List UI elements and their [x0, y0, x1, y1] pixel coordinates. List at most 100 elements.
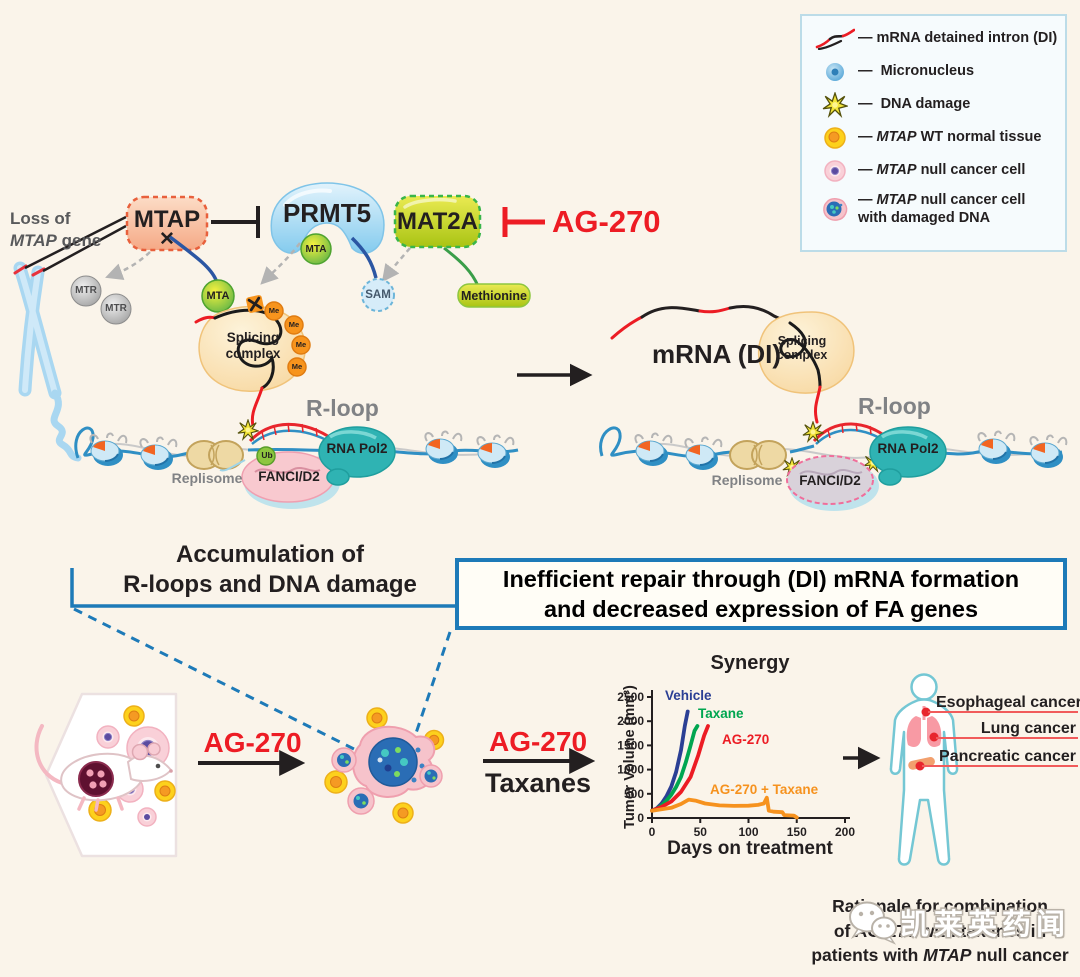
prmt5-to-splicing-arrow: [260, 242, 301, 285]
svg-text:150: 150: [787, 825, 807, 839]
watermark-text: 凯莱英药闻: [900, 909, 1071, 941]
svg-text:100: 100: [738, 825, 758, 839]
legend-item: — MTAP null cancer cell: [812, 154, 1061, 187]
fanci-label-right: FANCI/D2: [799, 473, 861, 488]
mtap-node: [125, 195, 209, 252]
mouse-illustration: [34, 724, 173, 812]
mat2a-label: MAT2A: [397, 208, 478, 235]
svg-text:0: 0: [637, 811, 644, 825]
legend-label: Micronucleus: [880, 63, 975, 80]
ag270-arrow2-label: AG-270: [488, 726, 588, 757]
mtap-label: MTAP: [133, 206, 201, 233]
mrna-di-icon: [812, 28, 858, 50]
rna-pol2-label-right: RNA Pol2: [877, 441, 939, 456]
inefficient-repair-box: Inefficient repair through (DI) mRNA for…: [455, 558, 1067, 630]
sam-ball: [361, 278, 395, 312]
legend-label: DNA damage: [880, 96, 971, 113]
svg-text:1000: 1000: [617, 763, 644, 777]
legend-item: — MTAP null cancer cell with damaged DNA: [812, 187, 1061, 231]
esophageal-cancer-dot: [921, 707, 931, 717]
mrna-di-label: mRNA (DI): [652, 339, 782, 369]
ag270-label-top: AG-270: [552, 204, 661, 239]
replisome-label-right: Replisome: [711, 472, 783, 488]
dna-scene-right: [599, 421, 1068, 511]
dna-scene-left: [74, 419, 519, 509]
ub-ball: [256, 446, 276, 466]
treated-cell-cluster: [324, 707, 445, 824]
fanci-label-left: FANCI/D2: [258, 469, 320, 484]
svg-text:0: 0: [649, 825, 656, 839]
svg-text:AG-270: AG-270: [722, 732, 769, 747]
loss-of-mtap-label: Loss of MTAP gene: [10, 209, 102, 251]
legend-label: null cancer cell with damaged DNA: [858, 191, 1026, 226]
splicing-complex-label-right: Splicing complex: [776, 334, 828, 363]
svg-text:200: 200: [835, 825, 855, 839]
ub-label: Ub: [261, 450, 273, 460]
legend-item: — mRNA detained intron (DI): [812, 22, 1061, 55]
chart-title: Synergy: [710, 652, 790, 674]
legend-label: null cancer cell: [916, 162, 1026, 179]
mtr-ball-1: [70, 275, 102, 307]
sam-label: SAM: [365, 289, 391, 301]
ag270-mat2a-inhibition: [502, 207, 545, 237]
mtap-null-damaged-cell-icon: [812, 194, 858, 224]
mtap-to-mta-curve: [168, 235, 218, 281]
mtr-label-2: MTR: [105, 303, 127, 314]
mouse-panel: [34, 692, 178, 858]
dna-damage-icon: [812, 91, 858, 119]
lung-cancer-dot: [929, 732, 939, 742]
ag270-arrow1-label: AG-270: [203, 727, 302, 758]
splicing-complex-label-left: Splicing complex: [225, 330, 281, 361]
me-label-1: Me: [268, 306, 280, 315]
prmt5-label: PRMT5: [282, 198, 372, 228]
legend-item: — DNA damage: [812, 88, 1061, 121]
mta-label-2: MTA: [305, 244, 327, 255]
svg-text:50: 50: [694, 825, 708, 839]
mtap-prmt5-inhibition: [211, 206, 260, 238]
accumulation-text: Accumulation of R-loops and DNA damage: [123, 541, 417, 598]
legend-box: — mRNA detained intron (DI) — Micronucle…: [800, 14, 1067, 252]
r-loop-label-right: R-loop: [858, 393, 931, 419]
legend-label: WT normal tissue: [916, 129, 1042, 146]
mtr-ball-2: [100, 293, 132, 325]
splicing-complex-right: [757, 311, 855, 424]
replisome-label-left: Replisome: [171, 470, 243, 486]
pancreatic-cancer-dot: [915, 761, 925, 771]
legend-item: — Micronucleus: [812, 55, 1061, 88]
lung-cancer-label: Lung cancer: [980, 720, 1076, 737]
mat2a-node: [393, 194, 482, 249]
mta-label-1: MTA: [206, 290, 230, 302]
legend-item: — MTAP WT normal tissue: [812, 121, 1061, 154]
human-figure: [889, 673, 1078, 866]
methionine-label: Methionine: [461, 289, 527, 303]
accumulation-bracket: [70, 568, 456, 608]
prmt5-to-sam-curve: [350, 236, 378, 279]
me-label-2: Me: [288, 320, 300, 329]
mtap-to-mtr-arrow: [105, 251, 151, 281]
legend-label: mRNA detained intron (DI): [876, 30, 1058, 47]
mtap-null-cell-icon: [812, 159, 858, 183]
mat2a-to-sam-arrow: [381, 247, 411, 283]
svg-text:Taxane: Taxane: [698, 706, 744, 721]
svg-text:Vehicle: Vehicle: [665, 688, 712, 703]
svg-text:2000: 2000: [617, 714, 644, 728]
micronucleus-icon: [812, 61, 858, 83]
taxanes-label: Taxanes: [484, 768, 592, 798]
watermark: 凯莱英药闻: [846, 898, 1070, 946]
mat2a-to-methionine-curve: [443, 246, 480, 287]
prmt5-node: [270, 182, 385, 265]
wechat-icon: [846, 898, 900, 946]
pancreatic-cancer-label: Pancreatic cancer: [939, 748, 1076, 765]
chromosome-illustration: [13, 215, 127, 462]
chart-xlabel: Days on treatment: [667, 838, 833, 859]
splicing-complex-left: [194, 295, 311, 428]
mtr-label-1: MTR: [75, 285, 97, 296]
rna-pol2-label-left: RNA Pol2: [326, 441, 388, 456]
svg-text:2500: 2500: [617, 690, 644, 704]
mta-ball: [201, 279, 235, 313]
mtap-wt-cell-icon: [812, 126, 858, 150]
svg-text:1500: 1500: [617, 738, 644, 752]
